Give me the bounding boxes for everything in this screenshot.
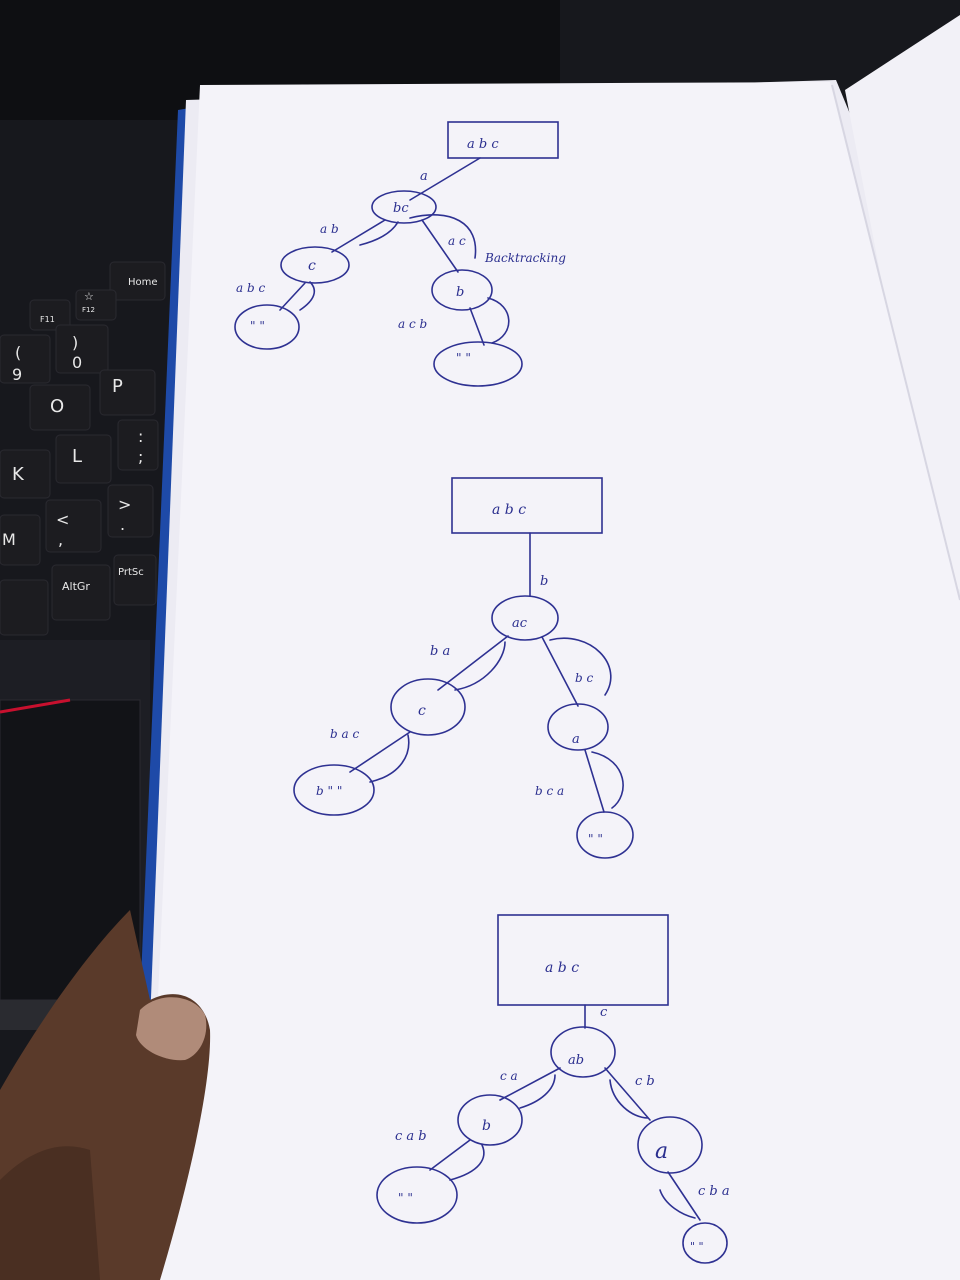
d1-node-right [431, 269, 493, 311]
d3-root-box [497, 914, 669, 1006]
d2-edge-right: b c [575, 671, 593, 685]
d2-leaf-left [293, 764, 375, 816]
key-semicolon: ; [138, 447, 143, 466]
key-f11: F11 [40, 315, 55, 324]
d2-node-1 [491, 595, 559, 641]
d2-root-label: a b c [492, 502, 526, 518]
d1-root-label: a b c [467, 137, 499, 152]
key-9: 9 [12, 365, 22, 384]
d1-leaf-right [433, 341, 523, 387]
d1-node-1-label: bc [393, 201, 409, 216]
d1-edge-root: a [420, 169, 428, 184]
keyboard: Home F11 ☆ F12 ( 9 ) 0 O P K L : ; M < ,… [0, 261, 166, 636]
d2-node-left-label: c [418, 703, 426, 719]
key-k: K [12, 464, 25, 485]
key-f12: F12 [82, 306, 95, 314]
notebook-page [145, 82, 960, 1280]
key-paren-open: ( [15, 343, 21, 362]
diagram-2: a b c b ac b a c b a c b " " b c a b c a… [293, 477, 634, 859]
d1-annotation: Backtracking [484, 251, 566, 265]
d1-edge-left: a b [320, 222, 339, 236]
d3-edge-right2: c b a [698, 1184, 730, 1199]
d3-node-1 [550, 1026, 616, 1078]
notebook-right-page [845, 15, 960, 590]
d3-edge-right: c b [635, 1074, 655, 1089]
d2-node-left [390, 678, 466, 736]
d2-edge-right2: b c a [535, 784, 564, 798]
key-comma: , [58, 530, 63, 549]
d2-edge-left2: b a c [330, 727, 359, 741]
d1-edge-right2: a c b [398, 317, 427, 331]
d3-leaf-left-label: " " [398, 1191, 413, 1205]
d2-leaf-right [576, 811, 634, 859]
d3-leaf-right [682, 1222, 728, 1264]
d1-leaf-right-label: " " [456, 351, 471, 365]
d3-leaf-left [376, 1166, 458, 1224]
key-p: P [112, 376, 123, 397]
d2-edge-root: b [540, 574, 548, 589]
key-star: ☆ [84, 290, 94, 303]
d1-edge-right: a c [448, 234, 466, 248]
d3-edge-root: c [600, 1005, 608, 1020]
d1-node-1 [371, 190, 437, 224]
d1-leaf-left [234, 304, 300, 350]
diagram-1: a b c a bc a b c a b c " " a c Backtrack… [234, 121, 566, 387]
d2-edge-left: b a [430, 644, 450, 659]
d2-node-right-label: a [572, 732, 580, 747]
d2-leaf-left-label: b " " [316, 784, 342, 798]
d1-node-left [280, 246, 350, 284]
d1-leaf-left-label: " " [250, 319, 265, 333]
d3-node-left [457, 1094, 523, 1146]
hand [0, 910, 211, 1280]
d3-edge-left: c a [500, 1069, 518, 1083]
d2-root-box [451, 477, 603, 534]
key-home: Home [128, 277, 158, 288]
diagram-3: a b c c ab c a b c a b " " c b a c b a "… [376, 914, 730, 1264]
d3-node-1-label: ab [568, 1053, 584, 1068]
d3-node-right-label: a [655, 1139, 668, 1164]
d2-node-right [547, 703, 609, 751]
key-0: 0 [72, 353, 82, 372]
d3-leaf-right-label: " " [690, 1240, 704, 1253]
key-m: M [2, 530, 16, 549]
d1-node-left-label: c [308, 258, 316, 274]
key-period: . [120, 515, 125, 534]
key-gt: > [118, 495, 131, 514]
key-altgr: AltGr [62, 580, 90, 593]
d3-node-right [637, 1116, 703, 1174]
d3-root-label: a b c [545, 960, 579, 976]
d1-edge-left2: a b c [236, 281, 265, 295]
d3-edge-left2: c a b [395, 1129, 427, 1144]
key-l: L [72, 446, 82, 467]
d3-node-left-label: b [482, 1118, 491, 1134]
key-prtsc: PrtSc [118, 567, 144, 578]
key-o: O [50, 396, 64, 417]
d1-root-box [447, 121, 559, 159]
key-paren-close: ) [72, 333, 78, 352]
key-lt: < [56, 510, 69, 529]
key-colon: : [138, 427, 143, 446]
d2-node-1-label: ac [512, 616, 528, 631]
d1-node-right-label: b [456, 285, 464, 300]
d2-leaf-right-label: " " [588, 832, 603, 846]
